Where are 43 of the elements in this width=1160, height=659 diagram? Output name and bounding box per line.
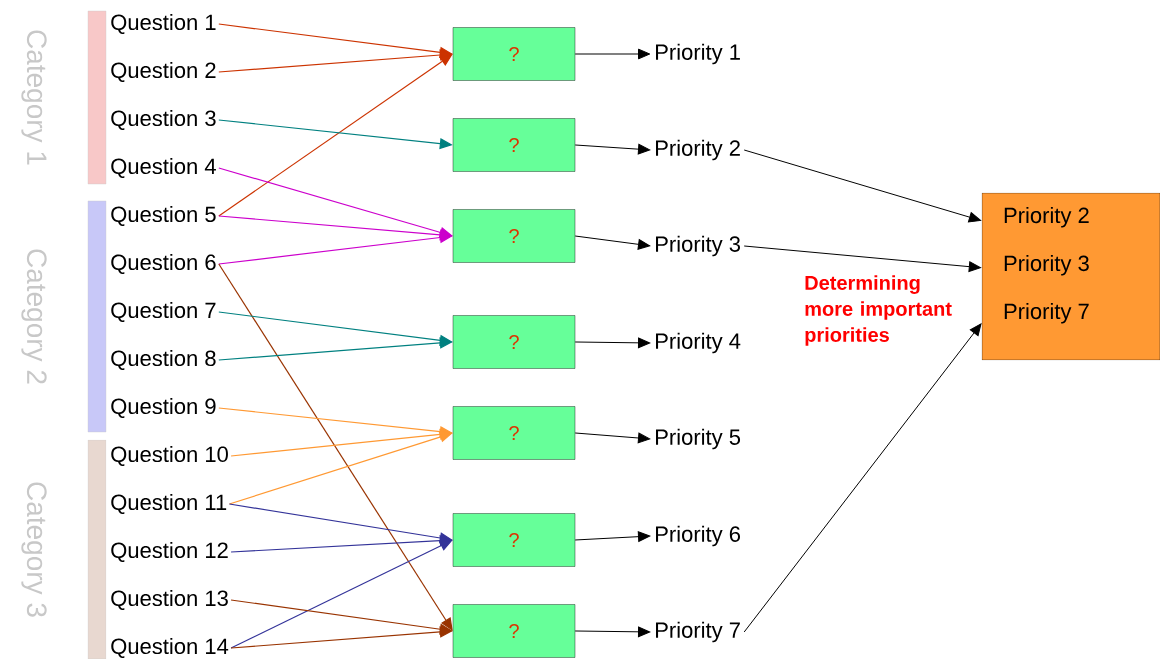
- priority-label: Priority 1: [656, 43, 740, 65]
- process-box: ?: [452, 27, 576, 81]
- arrow: [743, 323, 982, 633]
- arrow: [574, 235, 651, 250]
- result-box: Priority 2 Priority 3 Priority 7: [981, 192, 1160, 361]
- arrow: [574, 48, 651, 60]
- priority-label: Priority 6: [656, 525, 740, 547]
- process-box: ?: [452, 513, 576, 567]
- question-label: Question 11: [111, 493, 227, 515]
- arrow: [574, 531, 651, 542]
- priority-label: Priority 7: [656, 621, 740, 643]
- arrow: [574, 143, 651, 155]
- process-box: ?: [452, 118, 576, 172]
- arrow: [574, 626, 651, 638]
- process-box: ?: [452, 315, 576, 369]
- question-label: Question 9: [111, 397, 216, 419]
- arrow: [230, 540, 453, 649]
- arrow: [218, 54, 453, 217]
- question-label: Question 5: [111, 205, 216, 227]
- question-label: Question 12: [111, 541, 228, 563]
- question-label: Question 4: [111, 157, 216, 179]
- priority-label: Priority 2: [656, 139, 740, 161]
- question-label: Question 3: [111, 109, 216, 131]
- question-label: Question 7: [111, 301, 216, 323]
- priority-label: Priority 3: [656, 235, 740, 257]
- question-label: Question 8: [111, 349, 216, 371]
- process-box: ?: [452, 209, 576, 263]
- question-label: Question 14: [111, 637, 229, 659]
- process-box: ?: [452, 604, 576, 658]
- question-label: Question 2: [111, 61, 216, 83]
- annotation-text: Determining more important priorities: [803, 274, 956, 347]
- arrow: [743, 149, 982, 223]
- question-label: Question 10: [111, 445, 228, 467]
- question-label: Question 13: [111, 589, 228, 611]
- arrow: [574, 432, 651, 444]
- question-label: Question 6: [111, 253, 216, 275]
- question-label: Question 1: [111, 13, 216, 35]
- arrow: [743, 245, 981, 272]
- priority-label: Priority 4: [656, 332, 741, 354]
- priority-label: Priority 5: [656, 428, 741, 450]
- arrow: [218, 263, 453, 631]
- arrow: [574, 337, 651, 349]
- process-box: ?: [452, 406, 576, 460]
